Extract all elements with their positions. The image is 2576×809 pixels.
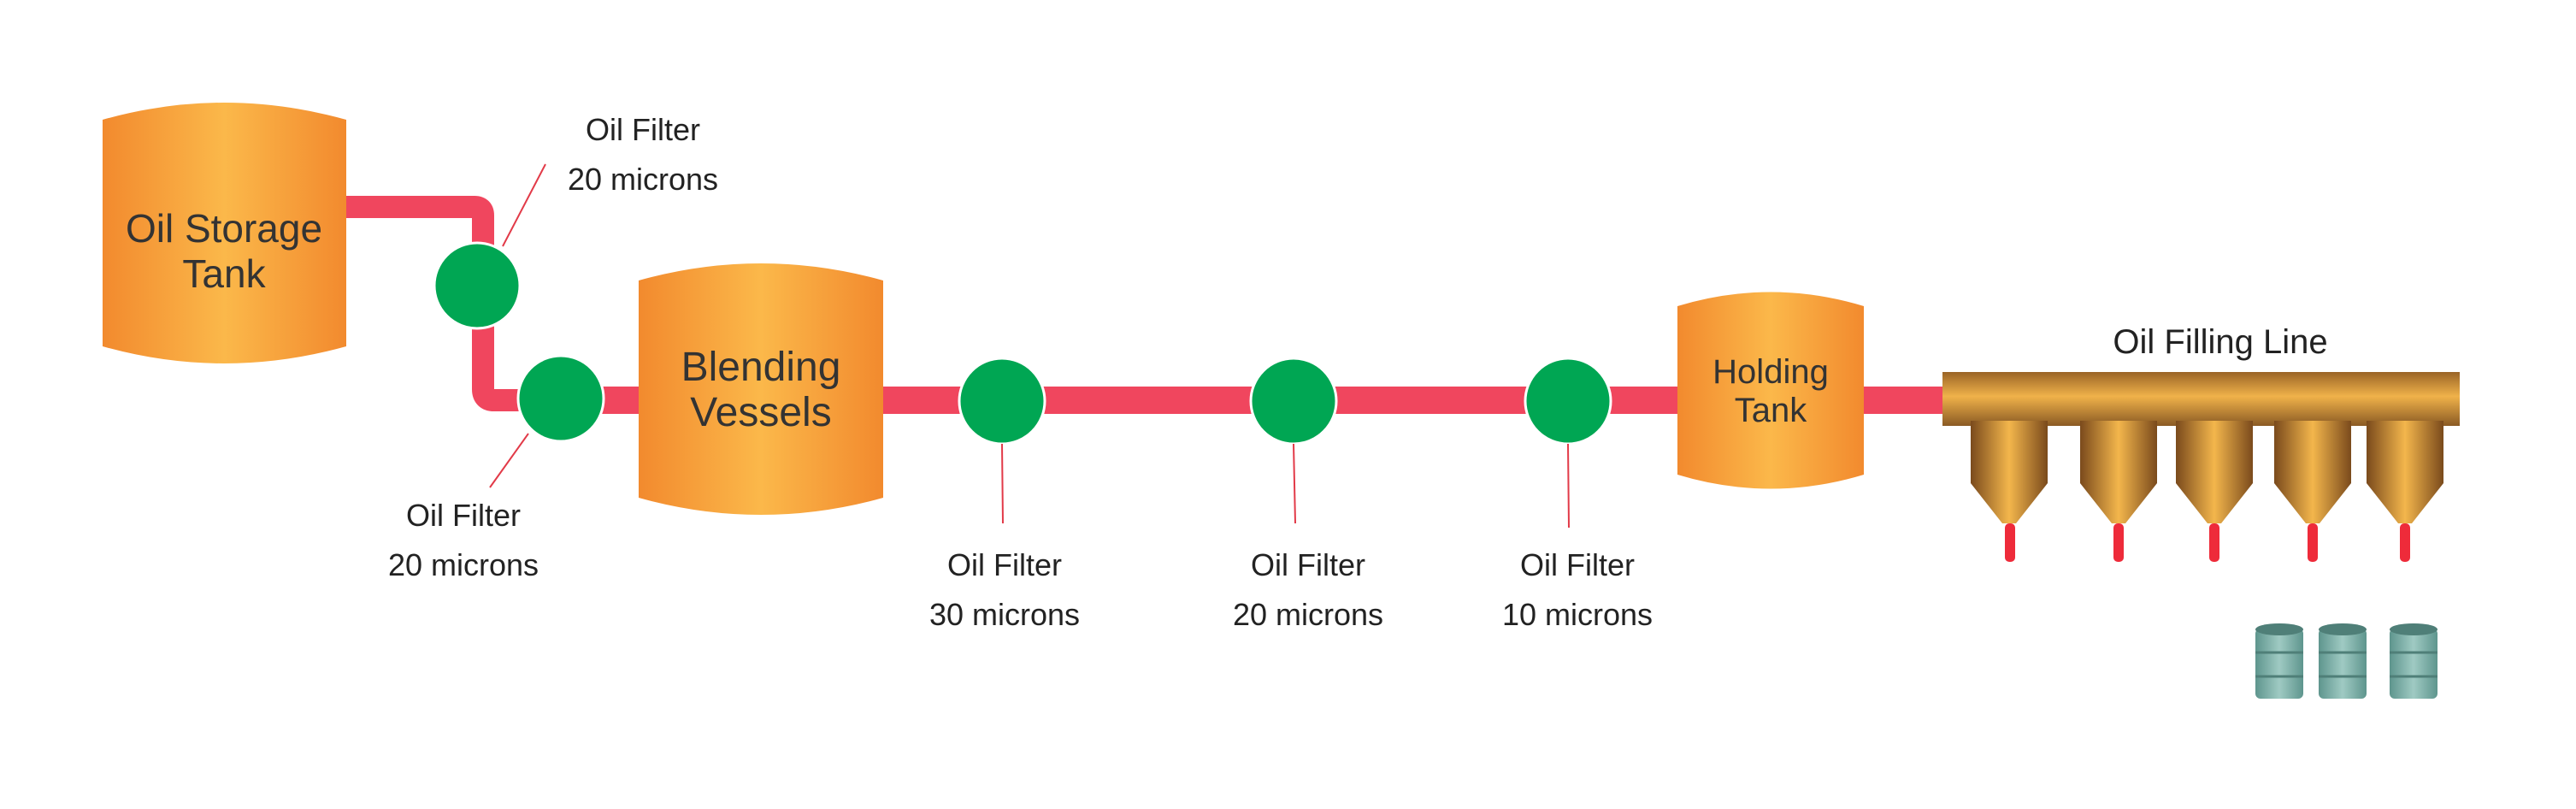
filter-name: Oil Filter <box>1251 547 1365 582</box>
filter-node <box>1249 357 1338 446</box>
filter-leader-line <box>1293 443 1296 524</box>
holding-tank-label-line1: Holding <box>1712 353 1829 391</box>
blending-vessels-label-line1: Blending <box>681 345 841 390</box>
filling-nozzle <box>2176 421 2253 562</box>
oil-drum-icon <box>2255 623 2303 699</box>
pipe-storage-to-filter1 <box>346 196 494 286</box>
filter-leader-line <box>489 433 529 488</box>
oil-filter-5: Oil Filter 10 microns <box>1502 357 1653 632</box>
filter-name: Oil Filter <box>1520 547 1635 582</box>
blending-vessels-label-line2: Vessels <box>690 390 831 435</box>
blending-vessels: Blending Vessels <box>639 263 883 515</box>
filter-rating: 20 microns <box>1233 597 1383 632</box>
filter-name: Oil Filter <box>947 547 1062 582</box>
blending-vessels-body <box>639 263 883 515</box>
holding-tank-label-line2: Tank <box>1735 392 1807 429</box>
holding-tank: Holding Tank <box>1677 292 1864 489</box>
filter-leader-line <box>1001 443 1004 524</box>
oil-storage-tank-label-line2: Tank <box>182 251 266 296</box>
filter-rating: 20 microns <box>568 162 718 197</box>
filter-node <box>958 357 1046 446</box>
oil-filter-1: Oil Filter 20 microns <box>433 112 718 330</box>
pipe-filter1-to-filter2 <box>472 286 564 411</box>
oil-storage-tank-body <box>103 103 346 363</box>
filling-nozzle <box>2367 421 2443 562</box>
filter-rating: 10 microns <box>1502 597 1653 632</box>
filter-leader-line <box>502 163 546 247</box>
oil-drum-icon <box>2390 623 2437 699</box>
oil-filter-3: Oil Filter 30 microns <box>929 357 1080 632</box>
filter-node <box>516 354 605 443</box>
filter-node <box>433 241 522 330</box>
oil-drums <box>2255 623 2437 699</box>
filter-rating: 20 microns <box>388 547 539 582</box>
filling-nozzle <box>2274 421 2351 562</box>
oil-drum-icon <box>2319 623 2367 699</box>
filling-manifold <box>1942 372 2460 426</box>
oil-storage-tank-label-line1: Oil Storage <box>126 206 322 251</box>
oil-filling-line-label: Oil Filling Line <box>2113 323 2327 361</box>
filter-name: Oil Filter <box>406 498 521 533</box>
oil-storage-tank: Oil Storage Tank <box>103 103 346 363</box>
filling-nozzle <box>2080 421 2157 562</box>
filter-name: Oil Filter <box>586 112 700 147</box>
oil-filling-line: Oil Filling Line <box>1942 323 2460 562</box>
oil-filter-4: Oil Filter 20 microns <box>1233 357 1383 632</box>
filter-leader-line <box>1567 443 1570 529</box>
holding-tank-body <box>1677 292 1864 489</box>
oil-filter-2: Oil Filter 20 microns <box>388 354 605 582</box>
filter-rating: 30 microns <box>929 597 1080 632</box>
filling-nozzle <box>1971 421 2048 562</box>
filter-node <box>1524 357 1612 446</box>
filling-nozzles <box>1971 421 2443 562</box>
